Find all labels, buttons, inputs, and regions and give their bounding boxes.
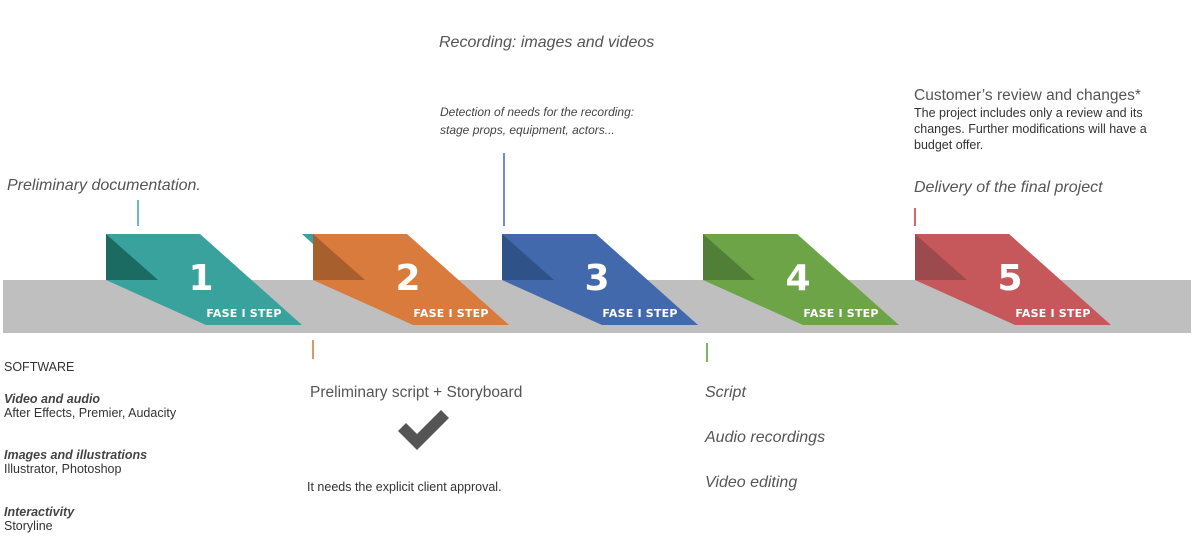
step-shape — [106, 234, 302, 325]
step5-review-line2: changes. Further modifications will have… — [914, 122, 1147, 136]
step-shadow — [703, 234, 755, 280]
step-shape — [502, 234, 698, 325]
step-overlap-sliver — [302, 234, 313, 244]
step4-item-video: Video editing — [705, 474, 798, 491]
step-shadow — [915, 234, 967, 280]
step-shape — [313, 234, 509, 325]
step4-item-audio: Audio recordings — [705, 429, 826, 446]
step5-delivery: Delivery of the final project — [914, 179, 1103, 196]
connector-step4 — [706, 343, 708, 362]
step3-title: Recording: images and videos — [439, 34, 655, 51]
step-label: FASE I STEP — [413, 307, 488, 320]
software-group-title: Interactivity — [4, 505, 75, 519]
connector-step3 — [503, 153, 505, 226]
connector-step2 — [312, 340, 314, 359]
step-number: 1 — [188, 258, 213, 299]
step-shadow — [502, 234, 554, 280]
step3-detail: Detection of needs for the recording: st… — [440, 103, 634, 139]
software-group-tools: Illustrator, Photoshop — [4, 462, 122, 476]
software-group-video: Video and audio After Effects, Premier, … — [4, 392, 176, 420]
software-group-tools: After Effects, Premier, Audacity — [4, 406, 177, 420]
step-number: 3 — [584, 258, 609, 299]
software-group-tools: Storyline — [4, 519, 53, 533]
step2-note: It needs the explicit client approval. — [307, 480, 502, 494]
step-shape — [703, 234, 899, 325]
step-label: FASE I STEP — [803, 307, 878, 320]
software-heading: SOFTWARE — [4, 360, 75, 374]
step5-review-line1: The project includes only a review and i… — [914, 106, 1143, 120]
connector-step5 — [914, 208, 916, 226]
software-group-title: Images and illustrations — [4, 448, 148, 462]
step-number: 5 — [997, 258, 1022, 299]
checkmark-icon — [398, 410, 449, 450]
step3-detail-line1: Detection of needs for the recording: — [440, 105, 635, 119]
step-number: 4 — [785, 258, 810, 299]
software-group-images: Images and illustrations Illustrator, Ph… — [4, 448, 147, 476]
step-shadow — [106, 234, 158, 280]
step4-item-script: Script — [705, 384, 746, 401]
step-number: 2 — [395, 258, 420, 299]
step5-review-line3: budget offer. — [914, 138, 984, 152]
step-label: FASE I STEP — [602, 307, 677, 320]
software-group-interactivity: Interactivity Storyline — [4, 505, 74, 533]
step1-title: Preliminary documentation. — [7, 177, 201, 194]
step2-title: Preliminary script + Storyboard — [310, 384, 523, 401]
step5-review-title: Customer’s review and changes* — [914, 87, 1141, 104]
connector-step1 — [137, 200, 139, 226]
step-shape — [915, 234, 1111, 325]
step-label: FASE I STEP — [1015, 307, 1090, 320]
step5-review: Customer’s review and changes* The proje… — [914, 87, 1147, 153]
software-group-title: Video and audio — [4, 392, 101, 406]
step3-detail-line2: stage props, equipment, actors... — [440, 123, 615, 137]
step-shadow — [313, 234, 365, 280]
step-label: FASE I STEP — [206, 307, 281, 320]
